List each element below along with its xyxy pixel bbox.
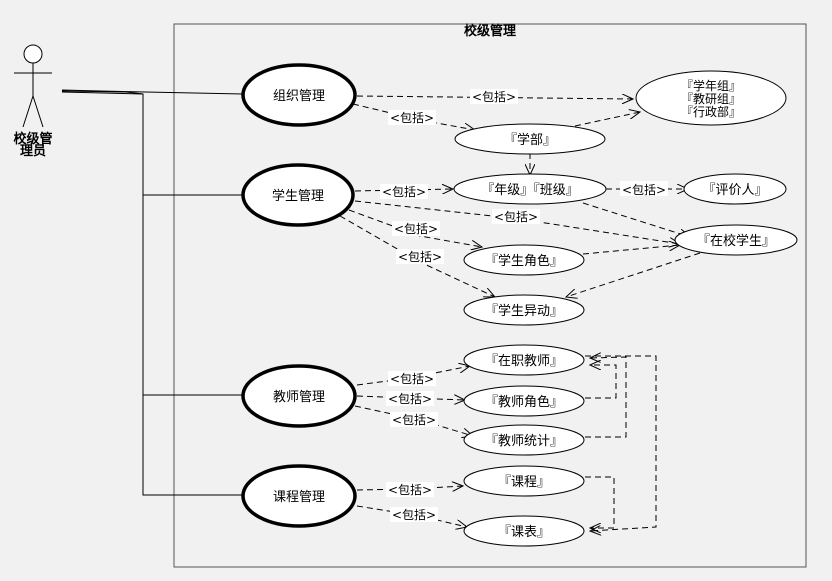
entity-course[interactable]: 『课程』	[463, 465, 585, 497]
entity-label: 『年级』『班级』	[481, 183, 579, 198]
entity-teacher-active[interactable]: 『在职教师』	[463, 344, 585, 376]
entity-label: 『学部』	[504, 132, 556, 148]
entity-groups[interactable]: 『学年组』 『教研组』 『行政部』	[635, 70, 787, 126]
actor-left-leg	[22, 95, 34, 128]
entity-student-change[interactable]: 『学生异动』	[463, 294, 585, 326]
entity-dept[interactable]: 『学部』	[454, 123, 606, 155]
actor-label-line1: 校级管	[13, 131, 52, 147]
include-label: <包括>	[388, 482, 432, 497]
entity-label: 『教研组』	[681, 91, 741, 106]
usecase-label: 组织管理	[273, 89, 325, 104]
entity-student-role[interactable]: 『学生角色』	[463, 244, 585, 276]
actor-right-leg	[32, 95, 44, 128]
include-label: <包括>	[398, 249, 442, 264]
include-label: <包括>	[622, 182, 666, 197]
entity-label: 『学年组』	[681, 78, 741, 93]
usecase-student-management[interactable]: 学生管理	[241, 163, 355, 227]
entity-enrolled-student[interactable]: 『在校学生』	[674, 224, 798, 256]
actor-head	[23, 44, 43, 64]
entity-teacher-role[interactable]: 『教师角色』	[463, 385, 585, 417]
entity-grade-class[interactable]: 『年级』『班级』	[453, 173, 607, 205]
usecase-teacher-management[interactable]: 教师管理	[241, 364, 357, 428]
include-label: <包括>	[394, 221, 438, 236]
entity-label: 『教师统计』	[485, 433, 563, 449]
usecase-course-management[interactable]: 课程管理	[241, 464, 357, 528]
entity-label: 『在职教师』	[485, 353, 563, 369]
actor-school-admin[interactable]: 校级管 理员	[13, 44, 53, 159]
entity-label: 『教师角色』	[485, 394, 563, 410]
include-labels: <包括> <包括> <包括> <包括> <包括> <包括> <包括> <包括> …	[380, 89, 668, 522]
include-label: <包括>	[472, 89, 516, 104]
entity-label: 『课程』	[498, 475, 550, 490]
include-label: <包括>	[390, 371, 434, 386]
include-label: <包括>	[388, 391, 432, 406]
entity-label: 『课表』	[498, 525, 550, 540]
usecase-label: 课程管理	[273, 490, 325, 505]
usecase-label: 学生管理	[272, 188, 324, 204]
entity-label: 『学生异动』	[485, 303, 563, 319]
usecase-label: 教师管理	[273, 389, 325, 405]
entity-timetable[interactable]: 『课表』	[463, 515, 585, 547]
usecase-org-management[interactable]: 组织管理	[241, 63, 357, 127]
entity-label: 『在校学生』	[697, 233, 775, 249]
entity-teacher-stats[interactable]: 『教师统计』	[463, 424, 585, 456]
include-label: <包括>	[494, 209, 538, 224]
entity-label: 『行政部』	[681, 104, 741, 119]
entity-evaluator[interactable]: 『评价人』	[683, 173, 787, 205]
entity-label: 『评价人』	[702, 183, 767, 198]
include-label: <包括>	[382, 184, 426, 199]
system-title: 校级管理	[464, 23, 516, 39]
include-label: <包括>	[392, 412, 436, 427]
include-label: <包括>	[390, 110, 434, 125]
actor-label-line2: 理员	[20, 144, 46, 159]
entity-label: 『学生角色』	[485, 253, 563, 269]
actor-associations	[61, 89, 244, 496]
include-label: <包括>	[392, 507, 436, 522]
